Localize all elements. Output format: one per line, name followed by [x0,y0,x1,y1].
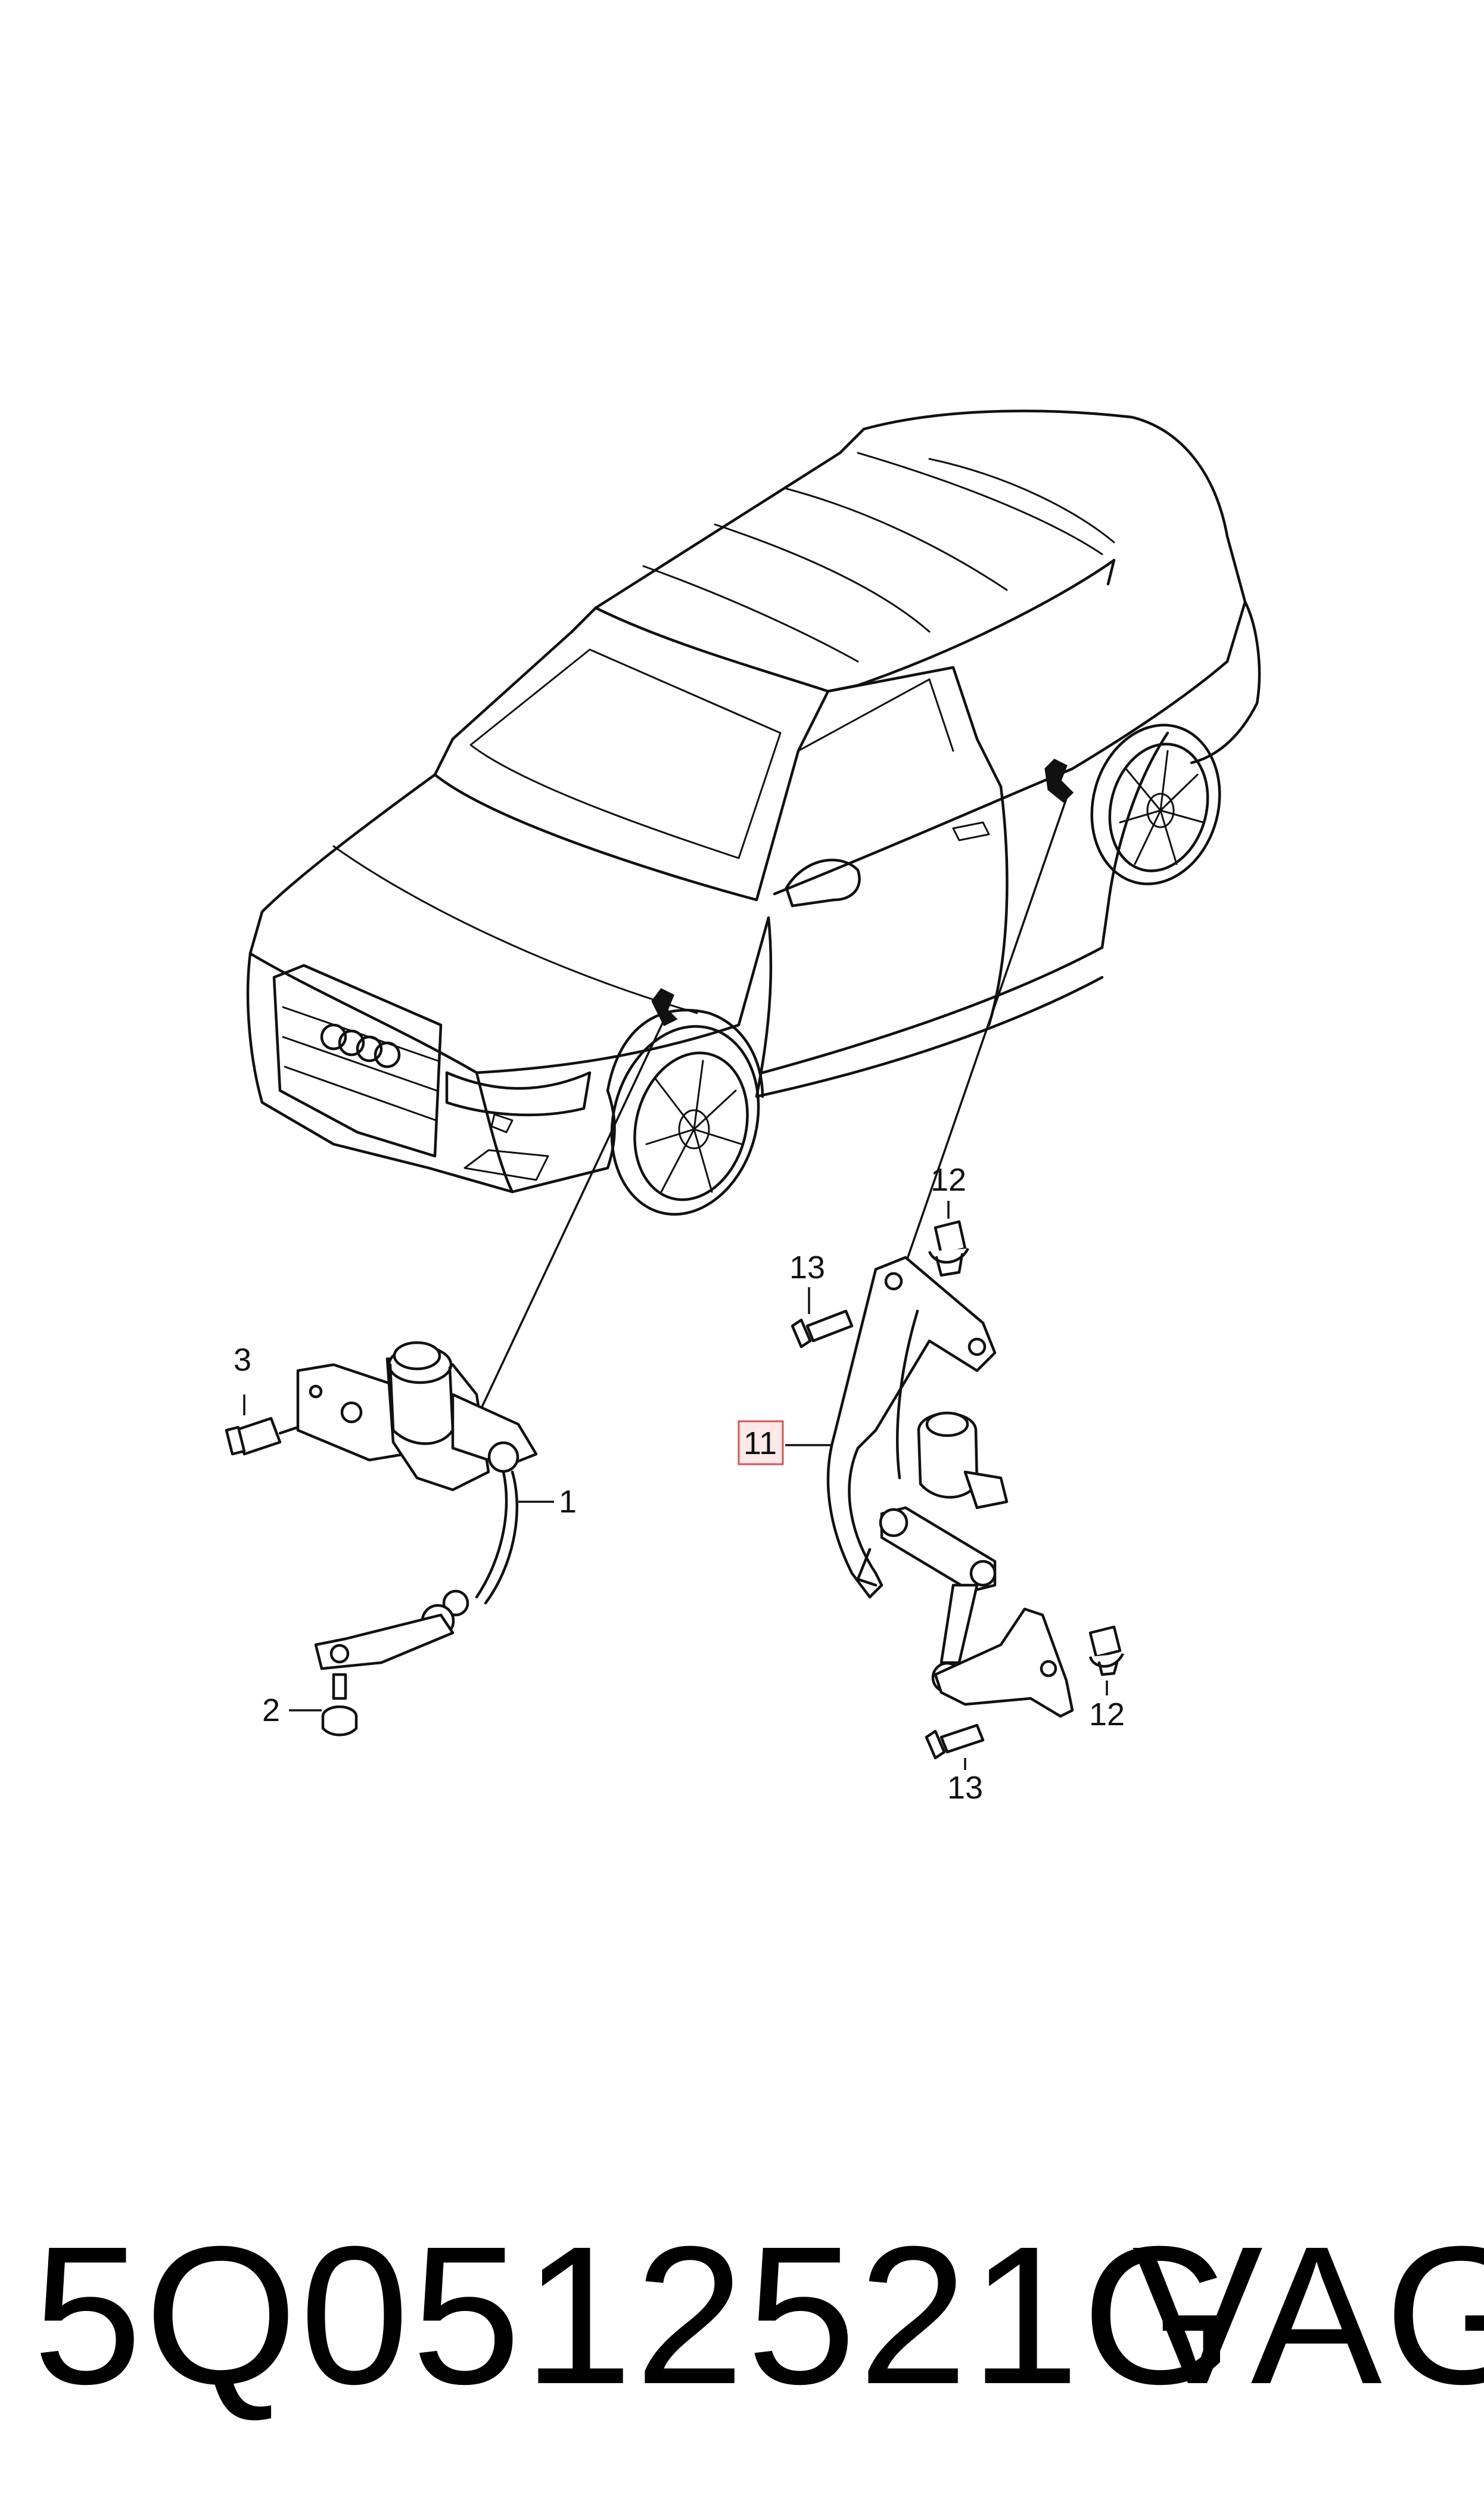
bolt-icon [791,1309,854,1349]
callout-3: 3 [234,1342,251,1378]
callout-11-highlight [738,1420,784,1465]
brand-label: VAG [1132,2205,1484,2425]
callout-12-upper: 12 [931,1162,966,1198]
car-outline [246,409,1261,1216]
parts-diagram: 3 1 2 [225,409,1261,1806]
bolt-icon [925,1723,985,1760]
bolt-icon [928,1220,970,1277]
rear-sensor-icon [826,1256,1074,1718]
plug-clip-icon [1044,759,1074,803]
bolt-icon [1088,1625,1125,1676]
plug-clip-icon [651,988,678,1027]
callout-1: 1 [559,1484,577,1520]
callout-2: 2 [262,1692,280,1728]
leader-rear [898,798,1068,1282]
part-number: 5Q0512521G [33,2205,1237,2425]
front-sensor-icon [296,1341,538,1670]
callout-11: 11 [743,1425,777,1461]
callout-12-lower: 12 [1089,1697,1125,1732]
bolt-icon [225,1417,300,1456]
callout-13-lower: 13 [947,1770,983,1806]
leader-front [475,1012,668,1419]
callout-13-upper: 13 [789,1250,825,1285]
nut-icon [321,1673,358,1737]
